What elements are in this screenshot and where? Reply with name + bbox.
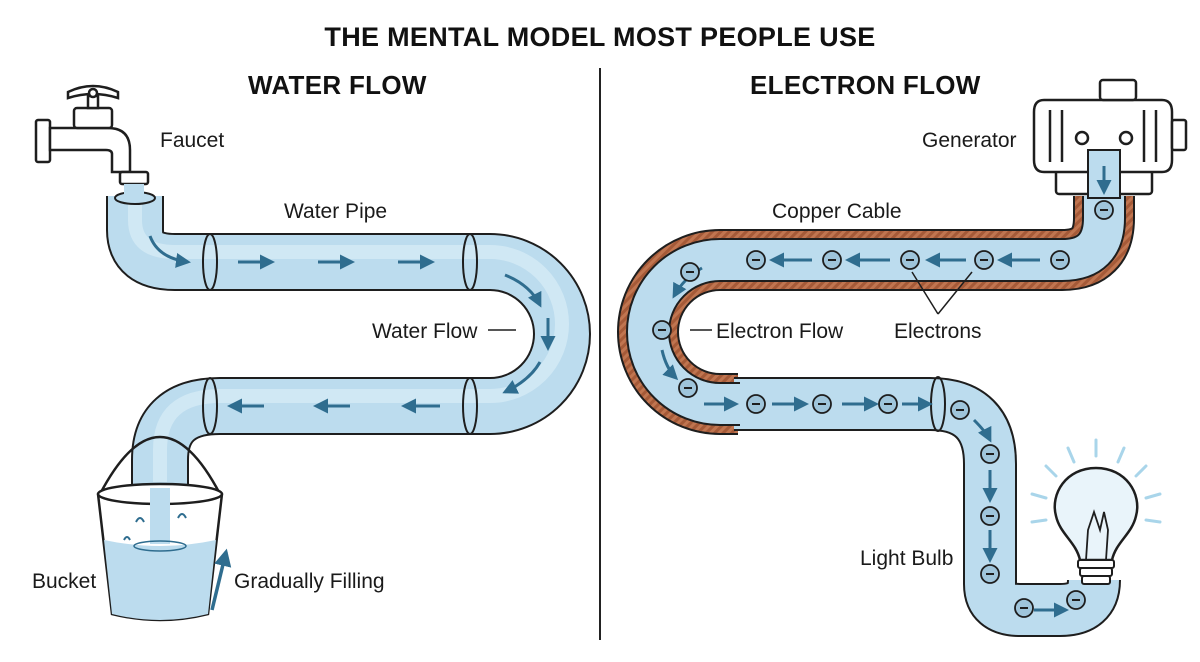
light-bulb-label: Light Bulb — [860, 547, 954, 570]
electron — [746, 394, 766, 414]
electron — [980, 564, 1000, 584]
copper-cable-label: Copper Cable — [772, 200, 902, 223]
water-flow-label: Water Flow — [372, 320, 478, 343]
bucket-icon — [96, 436, 224, 622]
electron-flow-heading: ELECTRON FLOW — [750, 70, 981, 100]
faucet-stream — [124, 184, 144, 198]
electron — [980, 506, 1000, 526]
electron — [1050, 250, 1070, 270]
electron — [900, 250, 920, 270]
light-bulb-icon — [1030, 438, 1162, 585]
faucet-icon — [34, 84, 150, 186]
electron — [652, 320, 672, 340]
electron — [1094, 200, 1114, 220]
electron — [812, 394, 832, 414]
electron — [980, 444, 1000, 464]
filling-arrow — [210, 548, 232, 611]
electron — [974, 250, 994, 270]
electron — [1014, 598, 1034, 618]
electron-flow-label: Electron Flow — [716, 320, 844, 343]
electron — [822, 250, 842, 270]
generator-label: Generator — [922, 129, 1017, 152]
electron — [878, 394, 898, 414]
water-flow-arrows — [148, 235, 556, 414]
water-pipe-label: Water Pipe — [284, 200, 388, 223]
page-title: THE MENTAL MODEL MOST PEOPLE USE — [324, 22, 876, 52]
water-flow-heading: WATER FLOW — [248, 70, 427, 100]
electron — [1066, 590, 1086, 610]
bucket-label: Bucket — [32, 570, 97, 593]
electron — [680, 262, 700, 282]
electron — [746, 250, 766, 270]
gradually-filling-label: Gradually Filling — [234, 570, 385, 593]
electron — [678, 378, 698, 398]
electrons-group — [652, 200, 1114, 618]
electrons-label: Electrons — [894, 320, 982, 343]
electron — [950, 400, 970, 420]
electrons-leaders — [690, 271, 973, 331]
water-pipe — [106, 186, 591, 492]
faucet-label: Faucet — [160, 129, 225, 152]
